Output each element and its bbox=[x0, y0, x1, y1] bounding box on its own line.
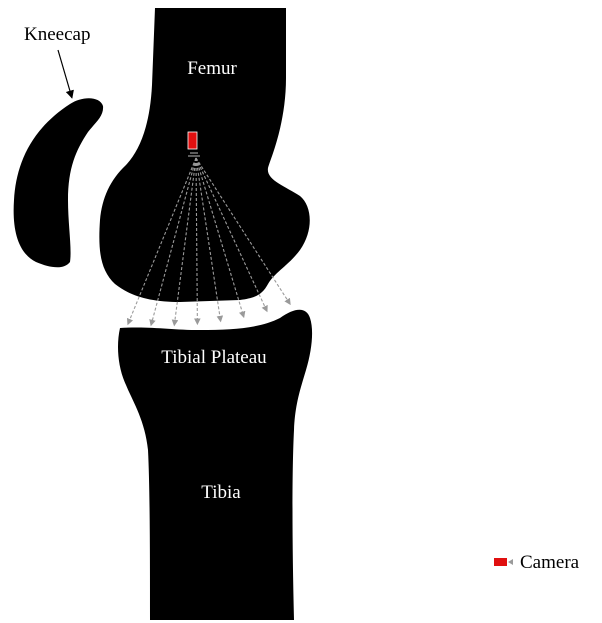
kneecap-bone bbox=[14, 98, 103, 267]
kneecap-callout-arrow bbox=[58, 50, 72, 98]
camera-device bbox=[188, 132, 197, 149]
femur-label: Femur bbox=[187, 58, 237, 79]
camera-icon bbox=[494, 558, 507, 566]
tibia-label: Tibia bbox=[201, 482, 241, 503]
femur-bone bbox=[99, 8, 309, 302]
kneecap-label: Kneecap bbox=[24, 24, 90, 45]
legend: Camera bbox=[494, 552, 580, 573]
legend-camera-label: Camera bbox=[520, 552, 580, 573]
camera-icon-lens bbox=[508, 559, 513, 565]
tibial-plateau-label: Tibial Plateau bbox=[161, 347, 267, 368]
